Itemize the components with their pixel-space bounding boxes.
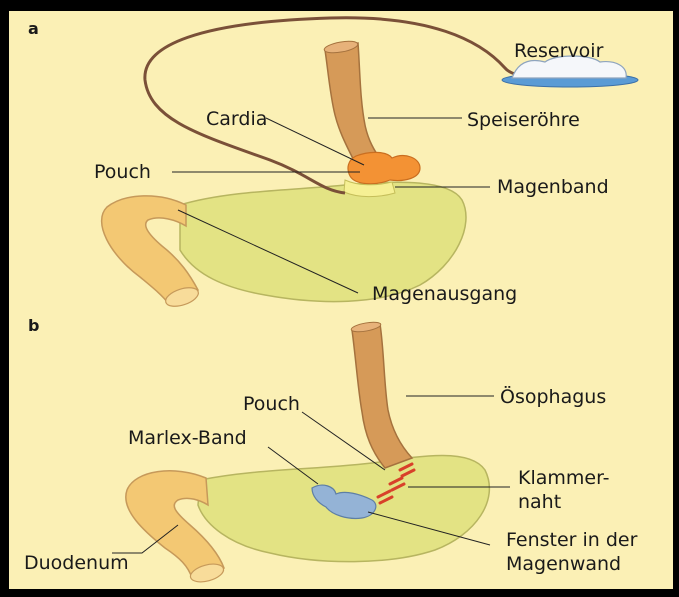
label-fenster-2: Magenwand	[506, 553, 621, 575]
label-magenausgang: Magenausgang	[372, 283, 517, 305]
label-fenster-1: Fenster in der	[506, 529, 638, 551]
label-pouch-b: Pouch	[243, 393, 300, 415]
label-pouch-a: Pouch	[94, 161, 151, 183]
label-duodenum: Duodenum	[24, 552, 129, 574]
label-oesophagus: Ösophagus	[500, 385, 606, 408]
label-klammernaht-1: Klammer-	[518, 467, 610, 489]
label-magenband: Magenband	[497, 176, 609, 198]
label-klammernaht-2: naht	[518, 491, 561, 513]
label-cardia: Cardia	[206, 108, 267, 130]
pouch-a	[348, 152, 420, 183]
panel-b-letter: b	[28, 316, 39, 335]
label-reservoir: Reservoir	[514, 40, 604, 62]
label-marlex-band: Marlex-Band	[128, 427, 247, 449]
label-speiseroehre: Speiseröhre	[467, 109, 580, 131]
panel-a-letter: a	[28, 19, 39, 38]
